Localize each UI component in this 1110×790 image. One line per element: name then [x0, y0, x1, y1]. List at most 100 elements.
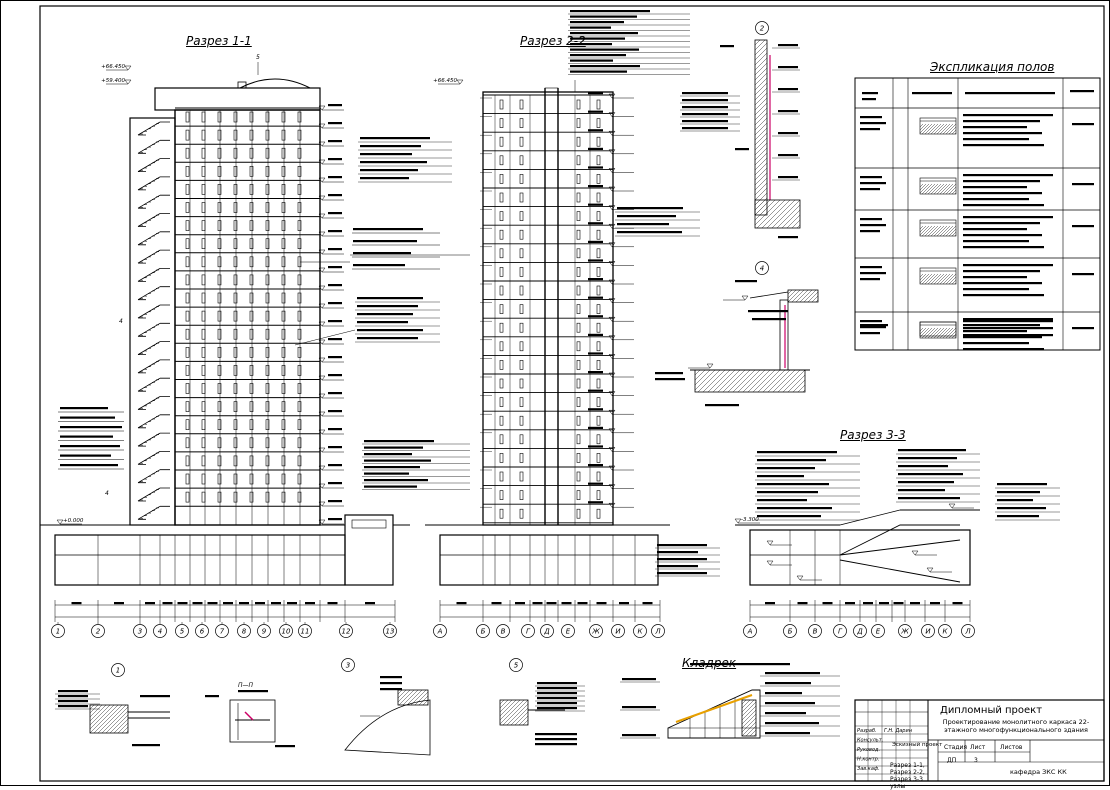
hatch-line [815, 299, 819, 303]
level-mark [318, 375, 344, 381]
table-desc [963, 198, 1029, 201]
tb-sheets-label: Листов [1000, 744, 1023, 751]
level-value [588, 278, 603, 281]
note-text [657, 572, 707, 575]
axis-s3-3: Г [833, 624, 847, 638]
note-text [364, 485, 417, 488]
window [596, 136, 601, 147]
hatch-line [930, 273, 942, 285]
axis-10: 10 [279, 624, 293, 638]
dimension-value [532, 602, 543, 605]
note-text [778, 176, 798, 179]
dimension-value [287, 602, 297, 605]
note-text [657, 565, 698, 568]
axis-s2-6: Ж [589, 624, 603, 638]
hatch-line [927, 327, 939, 339]
note-text [360, 177, 409, 180]
hatch-line [89, 704, 115, 730]
level-label: +66.450 [101, 64, 125, 70]
axis-label: 6 [200, 628, 205, 636]
window [499, 453, 504, 463]
axis-label: 4 [760, 265, 764, 273]
level-mark [688, 363, 714, 369]
level-mark [318, 123, 344, 129]
hatch-line [951, 279, 957, 285]
hatch-line [402, 689, 419, 706]
window [265, 310, 270, 322]
hatch-line [754, 97, 768, 111]
hatch-line [796, 224, 801, 229]
note-text [360, 145, 421, 148]
level-triangle [706, 363, 714, 369]
window [265, 401, 270, 412]
stair-flight [137, 121, 170, 136]
window [233, 184, 238, 195]
table-desc [963, 334, 1053, 337]
window [265, 238, 270, 249]
window [297, 346, 302, 358]
axis-s3-6: Ж [898, 624, 912, 638]
dimension-value [619, 602, 629, 605]
level-value [328, 284, 342, 287]
hatch-line [722, 369, 746, 393]
note-text [778, 44, 798, 47]
note-text [570, 48, 639, 51]
hatch-line [919, 183, 927, 191]
window [185, 310, 190, 322]
window [185, 238, 190, 249]
window [185, 328, 190, 340]
table-area [1072, 123, 1094, 126]
hatch-line [942, 327, 954, 339]
window [185, 292, 190, 304]
hatch-line [924, 225, 936, 237]
window [576, 378, 581, 389]
table-cell [860, 230, 880, 233]
stair-flight [137, 231, 170, 246]
tb-caption: Эскизный проект [892, 742, 943, 748]
table-desc [963, 342, 1029, 345]
node3-slope [344, 699, 431, 756]
level-triangle [318, 501, 326, 507]
hatch-line [919, 123, 927, 131]
note-text [570, 43, 612, 46]
level-triangle [608, 242, 616, 248]
hatch-line [802, 389, 806, 393]
hatch-line [754, 127, 768, 141]
stair-flight [137, 176, 170, 191]
window [499, 174, 504, 184]
level-triangle [318, 303, 326, 309]
label-text [60, 464, 118, 467]
window [265, 455, 270, 467]
window [576, 434, 581, 445]
layer-hatch [919, 327, 957, 339]
window [499, 415, 504, 426]
table-area [1072, 273, 1094, 276]
window [519, 434, 524, 445]
window [596, 360, 601, 370]
dimension-value [145, 602, 155, 605]
window [576, 118, 581, 128]
section-3-3-title: Разрез 3-3 [840, 428, 906, 442]
axis-s3-8: К [938, 624, 952, 638]
table-desc [963, 240, 1029, 243]
window [297, 437, 302, 449]
hatch-line [754, 172, 768, 186]
level-mark [318, 357, 344, 363]
table-head [862, 98, 876, 101]
window [265, 419, 270, 431]
level-value [328, 122, 342, 125]
hatch-line [754, 157, 768, 171]
callout-3: 3 [341, 658, 355, 672]
window [233, 310, 238, 322]
table-cell [860, 272, 886, 275]
axis-circle [133, 624, 147, 638]
hatch-line [121, 726, 129, 734]
level-value [328, 266, 342, 269]
tb-frame [854, 699, 1105, 782]
window [281, 328, 286, 340]
level-value [328, 482, 342, 485]
note-text [657, 544, 707, 547]
hatch-line [787, 289, 801, 303]
floors-table [854, 77, 1101, 351]
window [233, 274, 238, 286]
